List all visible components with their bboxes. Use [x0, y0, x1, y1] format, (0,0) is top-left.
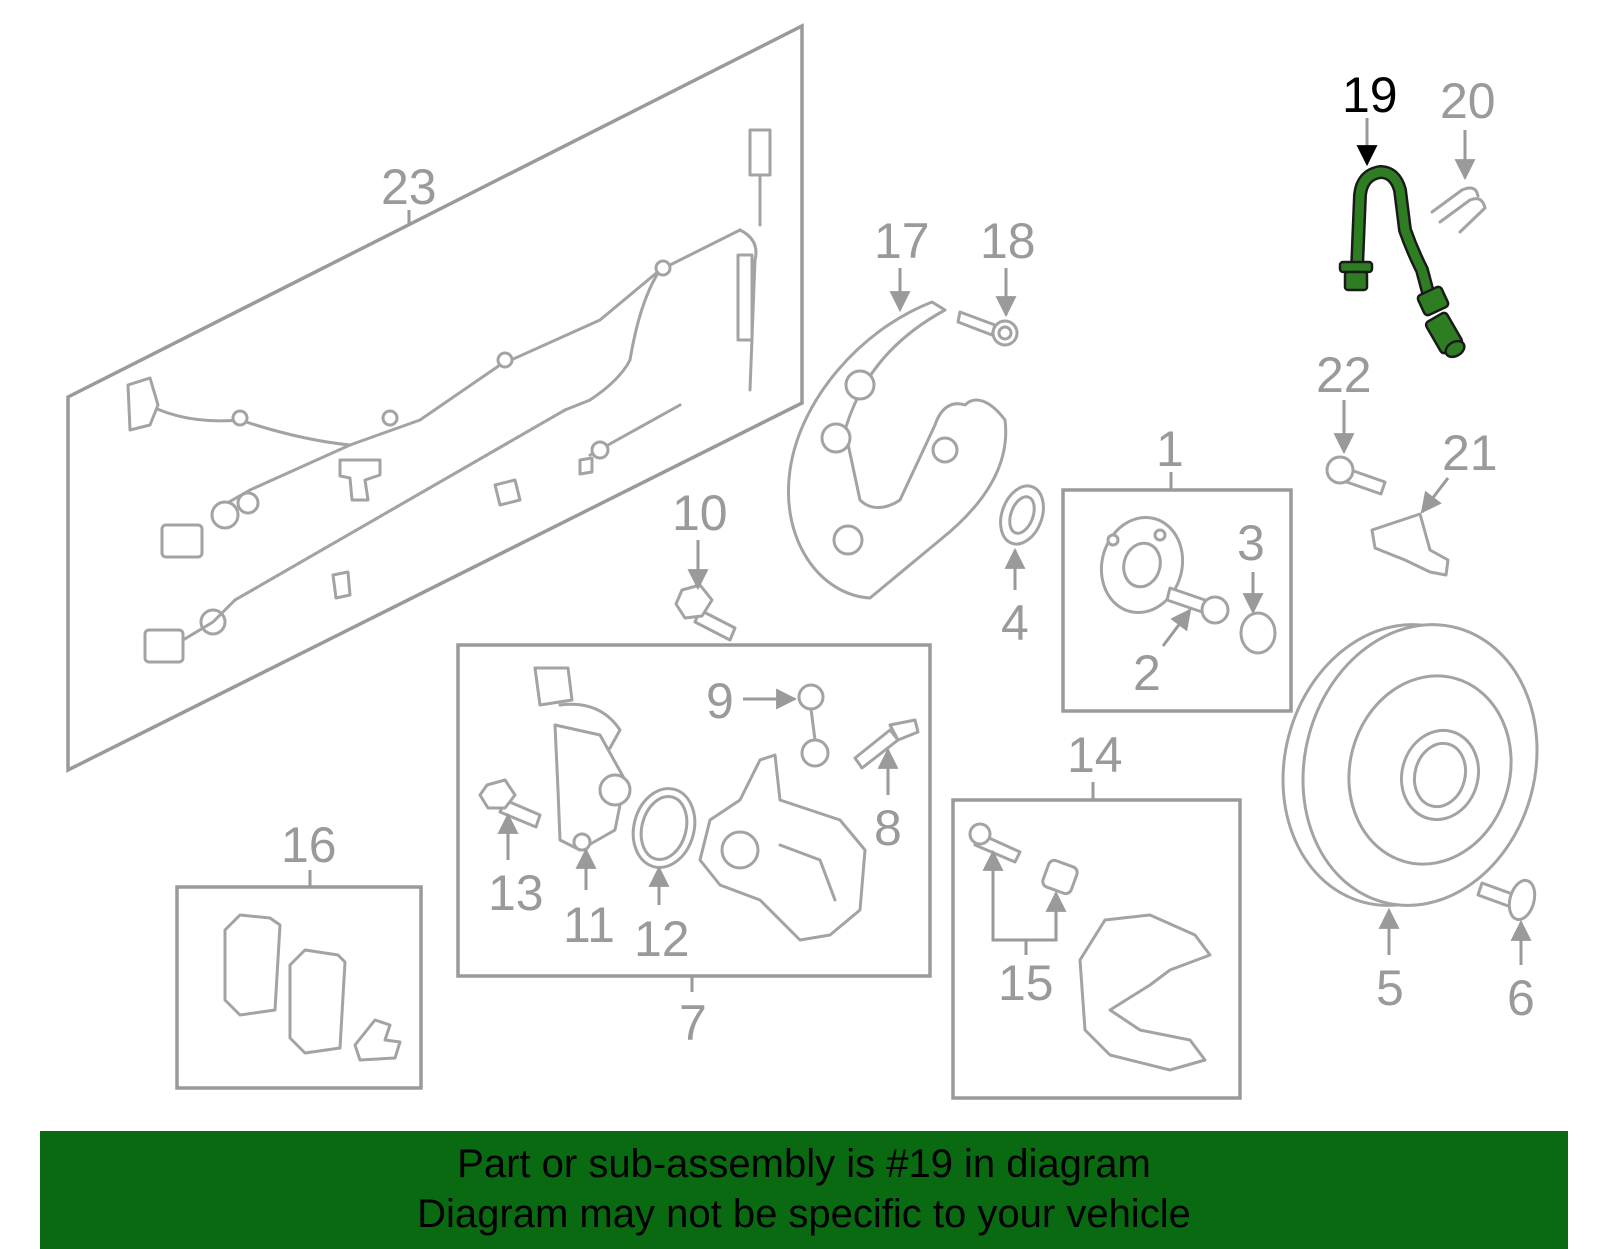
bolt-22: [1325, 455, 1387, 496]
bolt-18: [956, 310, 1019, 347]
callout-7: 7: [679, 995, 707, 1051]
seal-4: [999, 484, 1045, 546]
callout-20: 20: [1440, 73, 1496, 129]
info-banner: Part or sub-assembly is #19 in diagram D…: [40, 1131, 1568, 1249]
carrier-box-14: [951, 798, 1242, 1100]
callout-5: 5: [1376, 960, 1404, 1016]
clip-20: [1430, 186, 1487, 234]
callout-4: 4: [1001, 595, 1029, 651]
backing-plate-17: [787, 300, 1008, 600]
callout-18: 18: [980, 213, 1036, 269]
caliper-box-7: [456, 643, 932, 978]
callout-11: 11: [563, 897, 615, 953]
callout-6: 6: [1507, 970, 1535, 1026]
callout-labels: 19 20 23 17 18 22 1 21 10 3 4 2 9 14 8 1…: [281, 67, 1535, 1051]
brake-disc-5: [1281, 623, 1539, 907]
harness-panel-23: [66, 23, 804, 773]
callout-2: 2: [1133, 645, 1161, 701]
callout-15: 15: [998, 955, 1054, 1011]
callout-22: 22: [1316, 347, 1372, 403]
callout-13: 13: [488, 865, 544, 921]
callout-9: 9: [706, 673, 734, 729]
hub-box-1: [1061, 488, 1293, 713]
callout-8: 8: [874, 800, 902, 856]
bracket-21: [1370, 512, 1450, 577]
callout-19: 19: [1342, 67, 1398, 123]
abs-sensor-19: [1338, 165, 1466, 359]
callout-1: 1: [1156, 421, 1184, 477]
bolt-10: [674, 583, 737, 642]
callout-16: 16: [281, 817, 337, 873]
leader-lines: [308, 118, 1532, 992]
callout-21: 21: [1442, 425, 1498, 481]
pads-box-16: [175, 885, 423, 1090]
banner-line-1: Part or sub-assembly is #19 in diagram: [457, 1142, 1151, 1186]
screw-6: [1476, 878, 1537, 922]
callout-17: 17: [874, 213, 930, 269]
callout-3: 3: [1237, 515, 1265, 571]
callout-14: 14: [1067, 727, 1123, 783]
banner-line-2: Diagram may not be specific to your vehi…: [417, 1192, 1191, 1236]
callout-10: 10: [672, 485, 728, 541]
callout-12: 12: [634, 911, 690, 967]
callout-23: 23: [381, 159, 437, 215]
